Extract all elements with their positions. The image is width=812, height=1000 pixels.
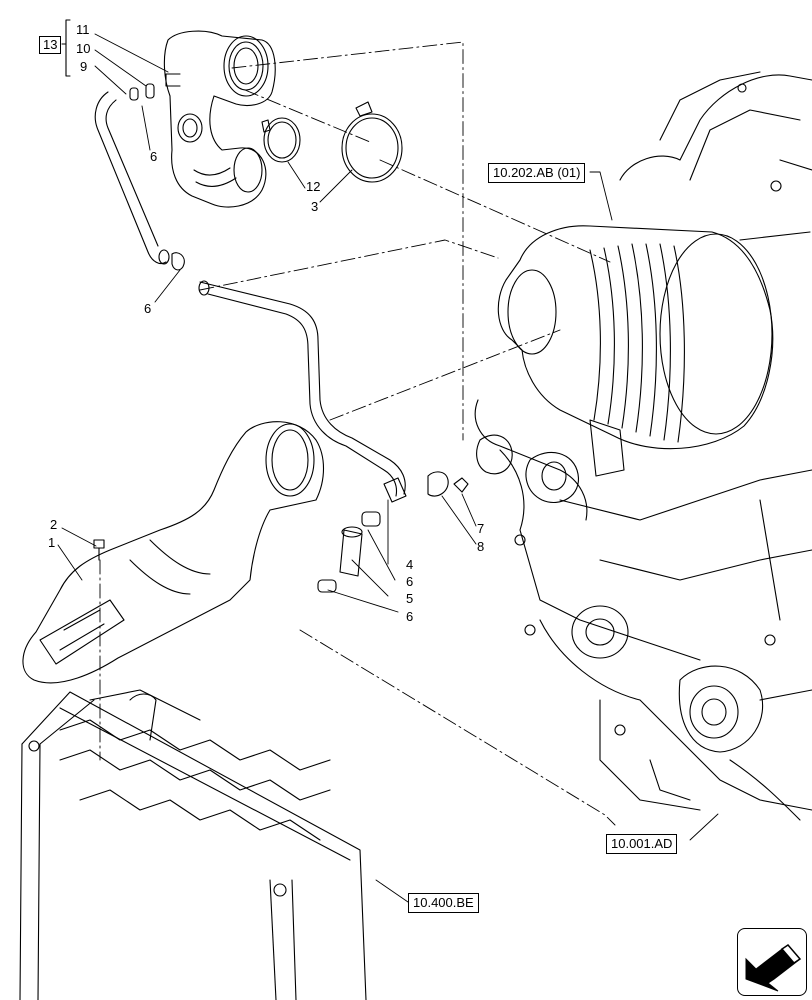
air-intake-elbow <box>163 30 276 208</box>
callout-9[interactable]: 9 <box>80 59 88 74</box>
group-bracket <box>61 19 71 77</box>
group-13-label: 13 <box>39 36 62 54</box>
clamp-3 <box>341 101 403 183</box>
air-duct <box>22 421 324 684</box>
callout-3[interactable]: 3 <box>311 199 319 214</box>
alignment-lines <box>99 41 616 826</box>
ref-engine[interactable]: 10.001.AD <box>606 834 678 854</box>
callout-5[interactable]: 5 <box>406 591 414 606</box>
callout-6-low-a[interactable]: 6 <box>406 574 414 589</box>
callout-7[interactable]: 7 <box>477 521 485 536</box>
turbocharger <box>497 225 774 450</box>
callout-10[interactable]: 10 <box>76 41 91 56</box>
callout-11[interactable]: 11 <box>76 22 90 37</box>
radiator <box>19 689 367 1000</box>
navigation-button[interactable] <box>737 928 807 996</box>
callout-12[interactable]: 12 <box>306 179 321 194</box>
callout-6-mid[interactable]: 6 <box>144 301 152 316</box>
callout-2[interactable]: 2 <box>50 517 58 532</box>
callout-1[interactable]: 1 <box>48 535 56 550</box>
fittings <box>317 471 469 593</box>
callout-6-low-b[interactable]: 6 <box>406 609 414 624</box>
bolt-2 <box>93 539 105 561</box>
callout-4[interactable]: 4 <box>406 557 414 572</box>
engine-block <box>474 71 812 821</box>
clamp-12 <box>261 117 301 163</box>
ref-turbocharger[interactable]: 10.202.AB (01) <box>488 163 586 183</box>
clamps-top <box>129 83 185 271</box>
callout-8[interactable]: 8 <box>477 539 485 554</box>
breather-tube <box>198 280 406 497</box>
small-hose <box>94 91 170 265</box>
leader-lines <box>57 33 719 903</box>
callout-6-top[interactable]: 6 <box>150 149 158 164</box>
arrow-left-down-icon <box>745 944 802 992</box>
ref-radiator[interactable]: 10.400.BE <box>408 893 479 913</box>
